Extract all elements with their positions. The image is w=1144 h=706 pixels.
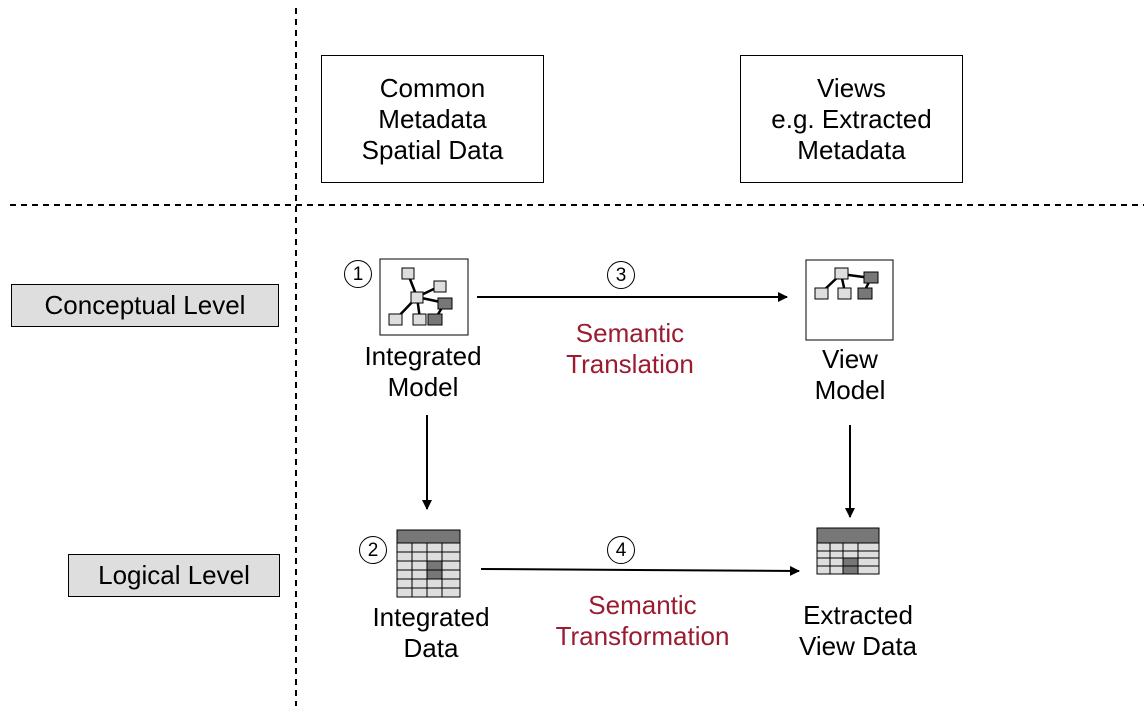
view-model-tree-icon [805, 259, 894, 341]
logical-level-box: Logical Level [68, 554, 280, 597]
arrow-transformation [480, 565, 800, 576]
step-1-badge: 1 [344, 260, 372, 288]
conceptual-level-box: Conceptual Level [11, 284, 279, 327]
semantic-translation-label: Semantic Translation [566, 318, 694, 379]
view-model-label: View Model [814, 344, 886, 405]
step-4-badge: 4 [607, 536, 635, 564]
common-metadata-box: Common Metadata Spatial Data [321, 55, 544, 183]
integrated-data-label: Integrated Data [372, 602, 490, 663]
step-2-badge: 2 [359, 536, 387, 564]
views-box: Views e.g. Extracted Metadata [740, 55, 963, 183]
extracted-view-data-label: Extracted View Data [798, 600, 918, 661]
integrated-model-label: Integrated Model [364, 341, 482, 402]
step-3-badge: 3 [607, 261, 635, 289]
integrated-data-table-icon [396, 529, 461, 598]
integrated-model-tree-icon [379, 258, 469, 336]
extracted-view-data-table-icon [816, 527, 880, 575]
semantic-transformation-label: Semantic Transformation [555, 590, 730, 651]
